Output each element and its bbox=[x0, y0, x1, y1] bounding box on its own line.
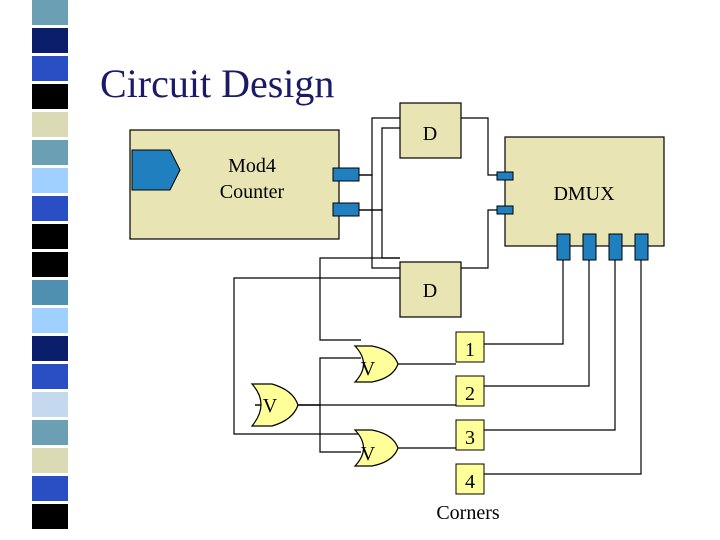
wire bbox=[233, 277, 400, 435]
stripe-segment bbox=[32, 392, 68, 417]
wire bbox=[359, 117, 400, 176]
wire bbox=[359, 209, 400, 259]
dmux-block: DMUX bbox=[496, 136, 665, 261]
dmux-output-port bbox=[634, 233, 649, 261]
wire bbox=[359, 127, 400, 211]
d-flipflop-top-label: D bbox=[423, 123, 437, 145]
wire bbox=[484, 256, 590, 387]
dmux-output-port bbox=[556, 233, 571, 261]
or-gate-left-label: V bbox=[263, 395, 278, 417]
stripe-segment bbox=[32, 196, 68, 221]
or-gate-bottom: V bbox=[353, 429, 399, 467]
wire bbox=[484, 256, 642, 475]
stripe-segment bbox=[32, 140, 68, 165]
or-gate-top: V bbox=[353, 345, 399, 383]
or-gate-top-label: V bbox=[361, 358, 376, 380]
wire bbox=[461, 209, 497, 269]
dmux-label: DMUX bbox=[553, 183, 615, 205]
counter-label-line2: Counter bbox=[220, 181, 285, 203]
d-flipflop-top: D bbox=[399, 102, 462, 159]
stripe-segment bbox=[32, 252, 68, 277]
wire bbox=[484, 256, 616, 431]
output-box-2: 2 bbox=[455, 375, 485, 407]
output-label: 3 bbox=[465, 427, 475, 449]
or-gate-left: V bbox=[250, 383, 299, 427]
stripe-segment bbox=[32, 56, 68, 81]
dmux-port-s1 bbox=[496, 171, 514, 181]
stripe-segment bbox=[32, 420, 68, 445]
d-flipflop-bottom-label: D bbox=[423, 280, 437, 302]
dmux-output-port bbox=[608, 233, 623, 261]
stripe-segment bbox=[32, 0, 68, 25]
or-gate-bottom-label: V bbox=[361, 443, 376, 465]
d-flipflop-bottom: D bbox=[399, 261, 462, 318]
counter-label-line1: Mod4 bbox=[228, 155, 276, 177]
stripe-segment bbox=[32, 112, 68, 137]
corners-caption: Corners bbox=[436, 502, 500, 524]
output-label: 2 bbox=[465, 383, 475, 405]
clock-input-port bbox=[131, 149, 181, 191]
wire bbox=[359, 174, 400, 269]
stripe-segment bbox=[32, 84, 68, 109]
stripe-segment bbox=[32, 224, 68, 249]
counter-port-q0 bbox=[332, 202, 360, 217]
stripe-segment bbox=[32, 308, 68, 333]
wire bbox=[484, 256, 564, 345]
stripe-segment bbox=[32, 504, 68, 529]
dmux-output-port bbox=[582, 233, 597, 261]
stripe-segment bbox=[32, 476, 68, 501]
counter-port-q1 bbox=[332, 167, 360, 182]
slide-title: Circuit Design bbox=[100, 61, 335, 106]
stripe-segment bbox=[32, 168, 68, 193]
stripe-segment bbox=[32, 28, 68, 53]
output-box-3: 3 bbox=[455, 419, 485, 451]
output-box-4: 4 bbox=[455, 463, 485, 495]
stripe-segment bbox=[32, 448, 68, 473]
wire bbox=[461, 117, 497, 176]
wire bbox=[319, 257, 400, 341]
stripe-segment bbox=[32, 364, 68, 389]
stripe-segment bbox=[32, 280, 68, 305]
output-label: 4 bbox=[465, 471, 475, 493]
output-label: 1 bbox=[465, 339, 475, 361]
output-box-1: 1 bbox=[455, 331, 485, 363]
counter-block: Mod4 Counter bbox=[129, 129, 360, 240]
dmux-port-s0 bbox=[496, 205, 514, 215]
stripe-segment bbox=[32, 336, 68, 361]
